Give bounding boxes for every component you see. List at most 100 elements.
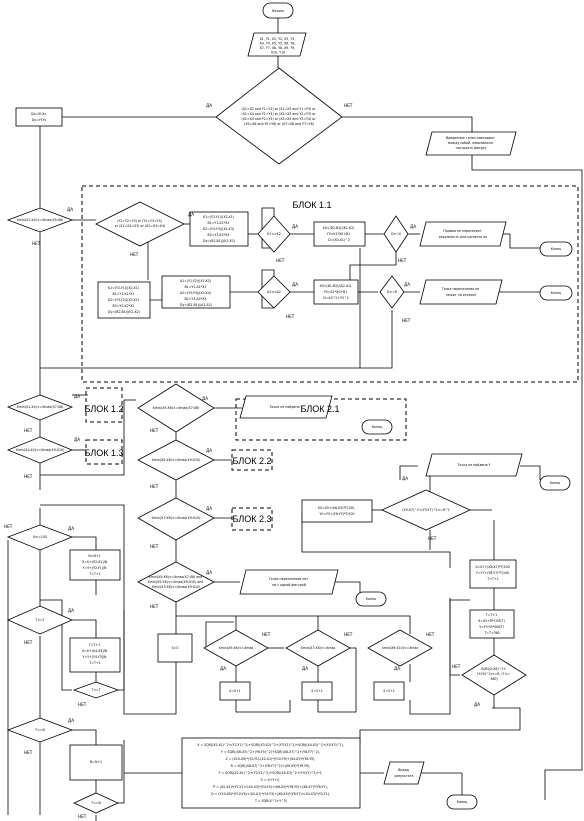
yes-label: ДА (474, 702, 480, 707)
yes-label: ДА (206, 103, 212, 108)
cond-a-text: Xmin(X1:X4)<=Xmax(X5:X6) (17, 218, 64, 222)
no-label: НЕТ (344, 632, 353, 637)
block-2-3-title: БЛОК 2.3 (232, 514, 271, 524)
decision-cond-l4 (6, 717, 74, 743)
proc-r3-text: T=T+1 X=X5+R*COS(T) Y=Y5+R*SIN(T) T=T+36… (478, 613, 506, 635)
cond-22-text: Xmin(X5:X6)<=Xmax(X9:X10) (152, 458, 201, 462)
no-label: НЕТ (150, 604, 159, 609)
cond-d-text: D>=0 (391, 232, 401, 236)
block-1-2-title: БЛОК 1.2 (84, 404, 123, 414)
decision-cond-k (257, 215, 291, 253)
process-c2 (161, 275, 231, 309)
process-l3 (69, 744, 123, 781)
proc-b1-text: K1=(Y2-Y1)/(X2-X1) B1=Y1-K1*X1 K2=(Y4-Y3… (203, 215, 235, 243)
io-output-b1 (419, 221, 507, 247)
decision-cond-d2 (379, 275, 405, 309)
block-1-3-frame (85, 439, 123, 465)
decision-cond-a (6, 207, 74, 233)
decision-cond-l3 (72, 681, 120, 699)
out-final-text: Вывод результата (394, 768, 413, 778)
cond-21-text: Xmin(X5:X6)<=Xmax(X7:X8) (153, 406, 200, 410)
cond-l5-text: T<=N (90, 801, 101, 805)
io-output-r (425, 453, 523, 477)
decision-cond-12 (6, 394, 74, 421)
out-b1-text: Прямая не пересекает окружность или каса… (439, 229, 487, 239)
decision-cond-s3 (367, 629, 433, 667)
s1-text: S=0 (172, 646, 179, 650)
yes-label: ДА (394, 666, 400, 671)
no-label: НЕТ (78, 814, 87, 819)
io-output-21 (239, 395, 333, 419)
block-1-1-title: БЛОК 1.1 (292, 200, 331, 210)
big-proc-text: X = SQR((X2-X1)^2+(Y2-Y1)^2)+SQR((X3-X2)… (197, 743, 345, 803)
no-label: НЕТ (286, 314, 295, 319)
decision-cond-23 (137, 497, 215, 541)
proc-l1-text: N=N+1 X=X+(X2-X1)/N Y=Y+(Y2-Y1)/N T=T+1 (82, 554, 108, 576)
no-label: НЕТ (428, 536, 437, 541)
no-label: НЕТ (32, 241, 41, 246)
proc-l2-text: T=T+1 X=X+(X4-X3)/N Y=Y+(Y4-Y3)/N T=T+1 (82, 643, 108, 665)
yes-label: ДА (74, 394, 80, 399)
connectors (7, 18, 583, 821)
no-label: НЕТ (426, 632, 435, 637)
output-err-text: Введенные точки совпадают между собой, н… (446, 136, 496, 150)
no-label: НЕТ (150, 484, 159, 489)
no-label: НЕТ (78, 702, 87, 707)
proc-l3-text: N=N+1 (90, 760, 102, 764)
io-output-c1 (419, 279, 503, 305)
yes-label: ДА (302, 666, 308, 671)
yes-label: ДА (410, 224, 416, 229)
yes-label: ДА (220, 666, 226, 671)
multiline-texts: X1, Y1, X2, Y2, X3, Y3, X4, Y4, X5, Y5, … (31, 37, 510, 803)
io-output-final (383, 761, 425, 785)
cond-l1-text: N<=100 (33, 535, 47, 539)
block-2-2-title: БЛОК 2.2 (232, 456, 271, 466)
no-label: НЕТ (344, 103, 353, 108)
out-none-text: Точек пересечения нет ни с одной фигурой (268, 577, 309, 587)
decision-cond-l1 (6, 524, 74, 551)
yes-label: ДА (68, 718, 74, 723)
terminal-end (446, 794, 478, 810)
block-1-3-title: БЛОК 1.3 (84, 448, 123, 458)
block-1-1-frame (81, 185, 579, 383)
proc-r1-text: X0=X5+(X6-X5)*T/100, Y0=Y5+(Y6-Y5)*T/100 (318, 506, 356, 516)
process-s-inc (301, 681, 333, 701)
decision-cond-k2 (257, 275, 291, 309)
yes-label: ДА (74, 437, 80, 442)
process-b1 (189, 211, 249, 247)
no-label: НЕТ (452, 664, 461, 669)
s-inc-text: S=S+1 (311, 689, 322, 693)
process-l2 (69, 637, 121, 673)
yes-label: ДА (188, 212, 194, 217)
input-top-text: X1, Y1, X2, Y2, X3, Y3, X4, Y4, X5, Y5, … (260, 37, 297, 55)
yes-label: ДА (292, 282, 298, 287)
io-input-top (247, 32, 307, 57)
cond-all-text: Xmin(X5:X6)<=Xmax(X7:X8) and Xmin(X5:X6)… (148, 575, 205, 589)
cond-k2-text: A1<>A2 (267, 290, 281, 294)
yes-label: ДА (206, 570, 212, 575)
end-label: Конец (550, 481, 561, 485)
end-label: Конец (366, 597, 377, 601)
yes-label: ДА (206, 448, 212, 453)
yes-label: ДА (68, 526, 74, 531)
decision-cond-b (95, 201, 185, 247)
cond-l2-text: T<=T (34, 618, 44, 622)
decision-cond-all (137, 561, 215, 603)
block-2-2-frame (231, 449, 273, 471)
yes-label: ДА (202, 396, 208, 401)
edge-labels: ДА НЕТ ДА НЕТ ДА НЕТ ДА НЕТ ДА НЕТ ДА НЕ… (4, 103, 480, 819)
process-r2 (469, 559, 517, 589)
cond-13-text: Xmin(X1:X4)<=Xmax(X9:X10) (16, 448, 65, 452)
yes-label: ДА (67, 207, 73, 212)
assign-left-text: Dx=Xf-Xs Dy=Yf-Ys (31, 112, 47, 122)
out-c1-text: Точка пересечения не лежит на отрезке (441, 287, 480, 297)
no-label: НЕТ (150, 428, 159, 433)
process-assign-left (15, 107, 63, 127)
no-label: НЕТ (130, 252, 139, 257)
proc-c3-text: X0=(B1-B2)/(A2-A1) Y0=A1*X0+B1 D=X0^2+Y0… (320, 284, 353, 300)
yes-label: ДА (402, 476, 408, 481)
proc-r2-text: X=X7+(X8-X7)*T/100 Y=Y7+(Y8-Y7)*T/100 T=… (475, 565, 510, 581)
process-c1 (97, 281, 151, 319)
